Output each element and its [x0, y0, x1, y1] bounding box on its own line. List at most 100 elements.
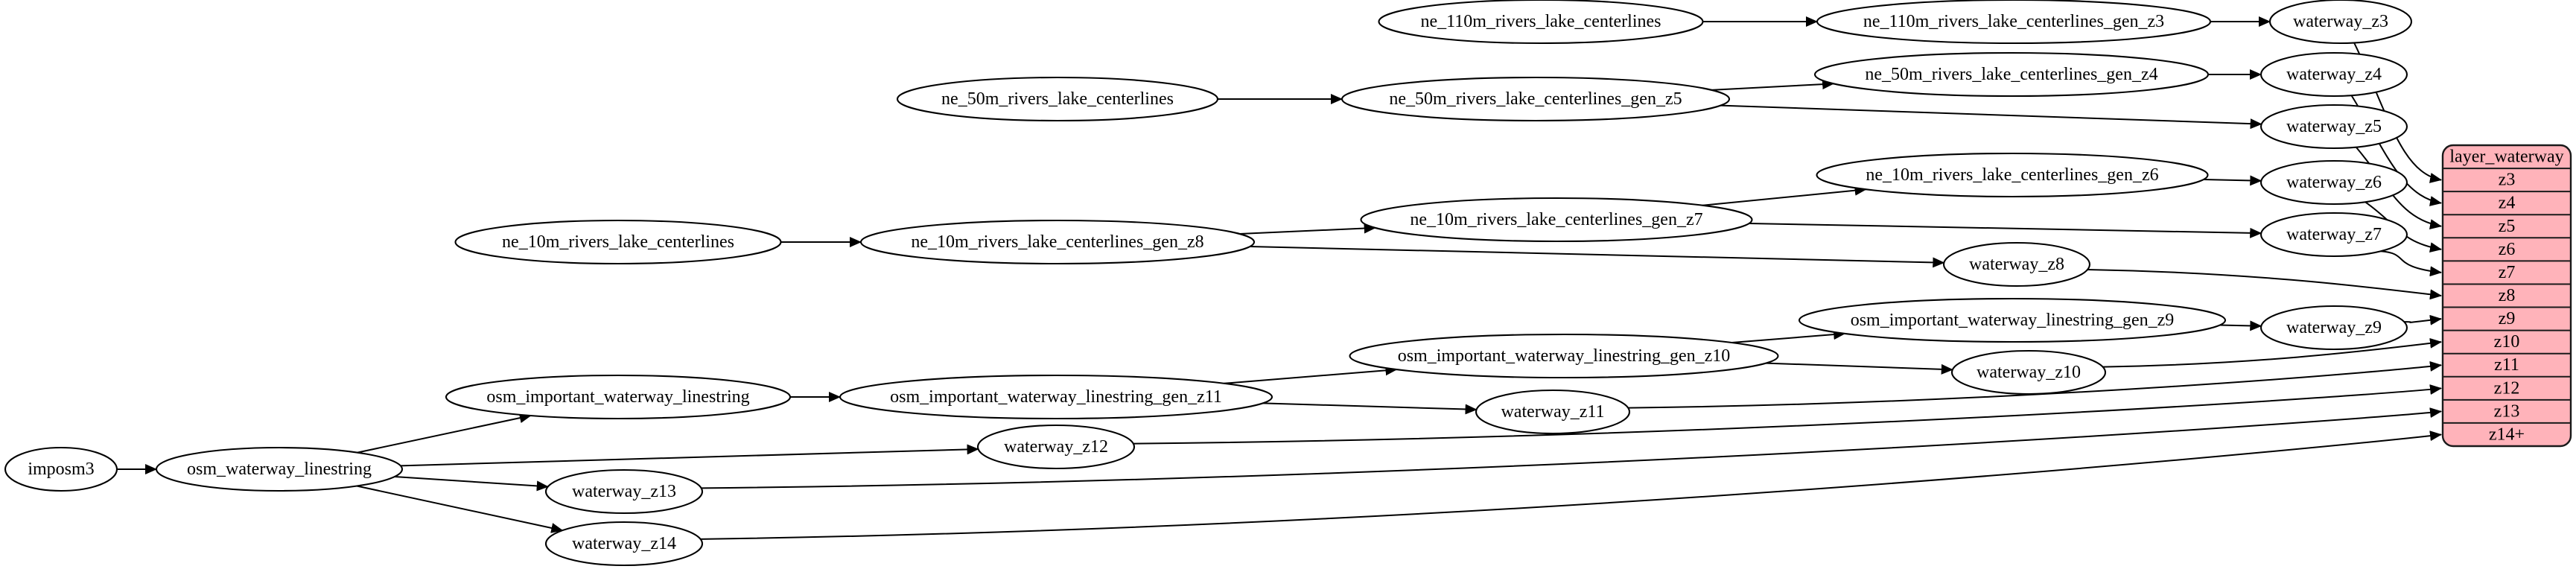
node-label: waterway_z7 — [2286, 225, 2382, 244]
node-osm_waterway_linestring: osm_waterway_linestring — [155, 446, 404, 492]
node-ellipse — [1950, 349, 2107, 395]
record-row-label: z9 — [2499, 309, 2516, 328]
node-label: waterway_z5 — [2286, 117, 2382, 136]
edge-osm_waterway_linestring-to-waterway_z14 — [356, 485, 564, 533]
edge-waterway_z14-to-z14+ — [700, 430, 2442, 540]
node-waterway_z8: waterway_z8 — [1942, 241, 2091, 287]
node-label: ne_10m_rivers_lake_centerlines — [502, 232, 734, 252]
node-label: ne_10m_rivers_lake_centerlines_gen_z6 — [1866, 165, 2158, 185]
node-label: waterway_z4 — [2286, 65, 2382, 84]
node-ellipse — [544, 468, 704, 515]
edge-osm_important_waterway_linestring_gen_z10-to-osm_important_waterway_linestring_gen_z9 — [1731, 329, 1846, 344]
node-label: waterway_z3 — [2293, 12, 2388, 31]
node-waterway_z10: waterway_z10 — [1950, 349, 2107, 395]
record-row-label: z3 — [2499, 171, 2516, 190]
node-waterway_z3: waterway_z3 — [2268, 0, 2413, 45]
edge-waterway_z5-to-z5 — [2355, 146, 2442, 229]
node-ellipse — [454, 219, 782, 265]
node-label: imposm3 — [28, 460, 94, 479]
edge-waterway_z10-to-z10 — [2102, 337, 2442, 368]
node-waterway_z5: waterway_z5 — [2259, 104, 2408, 150]
edge-osm_waterway_linestring-to-waterway_z12 — [400, 444, 979, 467]
record-row-label: z12 — [2494, 378, 2520, 398]
record-row-label: z10 — [2494, 332, 2520, 352]
node-label: waterway_z10 — [1976, 363, 2081, 382]
record-layer-waterway: layer_waterwayz3z4z5z6z7z8z9z10z11z12z13… — [2441, 144, 2572, 448]
record-row-label: z8 — [2499, 286, 2516, 305]
node-ellipse — [2259, 51, 2408, 98]
node-waterway_z11: waterway_z11 — [1475, 389, 1631, 435]
node-label: ne_10m_rivers_lake_centerlines_gen_z8 — [911, 232, 1203, 252]
node-ellipse — [839, 374, 1273, 420]
node-ellipse — [2259, 159, 2408, 206]
edge-waterway_z12-to-z12 — [1133, 384, 2442, 445]
node-ellipse — [2259, 305, 2408, 351]
node-waterway_z9: waterway_z9 — [2259, 305, 2408, 351]
node-ellipse — [445, 374, 792, 420]
node-ellipse — [1349, 333, 1779, 379]
edge-ne_50m_rivers_lake_centerlines_gen_z5-to-waterway_z5 — [1720, 104, 2262, 130]
node-ne_10m_rivers_lake_centerlines_gen_z7: ne_10m_rivers_lake_centerlines_gen_z7 — [1360, 197, 1753, 243]
node-ne_50m_rivers_lake_centerlines_gen_z5: ne_50m_rivers_lake_centerlines_gen_z5 — [1341, 76, 1731, 122]
node-ellipse — [1378, 0, 1704, 45]
node-imposm3: imposm3 — [4, 446, 118, 492]
node-waterway_z7: waterway_z7 — [2259, 212, 2408, 258]
record-row-label: z5 — [2499, 217, 2516, 236]
node-ellipse — [1475, 389, 1631, 435]
node-osm_important_waterway_linestring_gen_z9: osm_important_waterway_linestring_gen_z9 — [1798, 297, 2227, 343]
edge-ne_50m_rivers_lake_centerlines_gen_z5-to-ne_50m_rivers_lake_centerlines_gen_z4 — [1711, 79, 1835, 91]
node-ellipse — [2268, 0, 2413, 45]
node-ellipse — [2259, 104, 2408, 150]
edge-waterway_z8-to-z8 — [2087, 269, 2442, 300]
node-label: ne_110m_rivers_lake_centerlines_gen_z3 — [1863, 12, 2164, 31]
node-ellipse — [976, 424, 1136, 470]
node-ellipse — [4, 446, 118, 492]
node-label: ne_110m_rivers_lake_centerlines — [1421, 12, 1661, 31]
node-label: osm_important_waterway_linestring_gen_z1… — [1398, 346, 1731, 366]
node-ne_110m_rivers_lake_centerlines: ne_110m_rivers_lake_centerlines — [1378, 0, 1704, 45]
edge-waterway_z7-to-z7 — [2380, 250, 2442, 277]
node-label: osm_important_waterway_linestring_gen_z9 — [1851, 311, 2175, 330]
record-row-label: z6 — [2499, 240, 2516, 259]
node-waterway_z6: waterway_z6 — [2259, 159, 2408, 206]
node-label: osm_important_waterway_linestring — [486, 387, 749, 407]
node-osm_important_waterway_linestring: osm_important_waterway_linestring — [445, 374, 792, 420]
node-label: ne_50m_rivers_lake_centerlines_gen_z4 — [1865, 65, 2157, 84]
node-ellipse — [896, 76, 1219, 122]
node-label: waterway_z13 — [572, 482, 676, 501]
node-label: waterway_z12 — [1004, 437, 1108, 457]
node-label: waterway_z14 — [572, 534, 676, 553]
node-ne_50m_rivers_lake_centerlines_gen_z4: ne_50m_rivers_lake_centerlines_gen_z4 — [1813, 51, 2210, 98]
node-ellipse — [2259, 212, 2408, 258]
node-ne_50m_rivers_lake_centerlines: ne_50m_rivers_lake_centerlines — [896, 76, 1219, 122]
node-label: waterway_z11 — [1501, 402, 1604, 422]
node-ellipse — [1341, 76, 1731, 122]
edge-osm_important_waterway_linestring_gen_z11-to-osm_important_waterway_linestring_gen_z10 — [1224, 365, 1398, 384]
node-label: waterway_z8 — [1969, 255, 2064, 274]
node-ellipse — [155, 446, 404, 492]
node-label: ne_50m_rivers_lake_centerlines — [941, 89, 1174, 109]
node-ne_10m_rivers_lake_centerlines: ne_10m_rivers_lake_centerlines — [454, 219, 782, 265]
node-ne_10m_rivers_lake_centerlines_gen_z8: ne_10m_rivers_lake_centerlines_gen_z8 — [859, 219, 1256, 265]
node-ellipse — [1360, 197, 1753, 243]
node-label: ne_50m_rivers_lake_centerlines_gen_z5 — [1389, 89, 1682, 109]
edge-ne_10m_rivers_lake_centerlines_gen_z7-to-waterway_z7 — [1749, 222, 2262, 238]
record-box — [2441, 144, 2572, 448]
edge-ne_10m_rivers_lake_centerlines_gen_z6-to-waterway_z6 — [2203, 175, 2262, 186]
node-ellipse — [1798, 297, 2227, 343]
node-label: waterway_z9 — [2286, 318, 2382, 337]
record-row-label: z7 — [2499, 263, 2516, 282]
node-ellipse — [1816, 152, 2209, 198]
edges-layer — [117, 16, 2442, 540]
node-ne_110m_rivers_lake_centerlines_gen_z3: ne_110m_rivers_lake_centerlines_gen_z3 — [1816, 0, 2211, 45]
edge-ne_10m_rivers_lake_centerlines_gen_z8-to-waterway_z8 — [1250, 246, 1945, 268]
record-row-label: z4 — [2499, 194, 2516, 213]
node-label: ne_10m_rivers_lake_centerlines_gen_z7 — [1410, 210, 1702, 229]
node-ellipse — [1813, 51, 2210, 98]
edge-osm_important_waterway_linestring_gen_z11-to-waterway_z11 — [1262, 402, 1478, 415]
node-osm_important_waterway_linestring_gen_z10: osm_important_waterway_linestring_gen_z1… — [1349, 333, 1779, 379]
node-waterway_z13: waterway_z13 — [544, 468, 704, 515]
node-ellipse — [859, 219, 1256, 265]
